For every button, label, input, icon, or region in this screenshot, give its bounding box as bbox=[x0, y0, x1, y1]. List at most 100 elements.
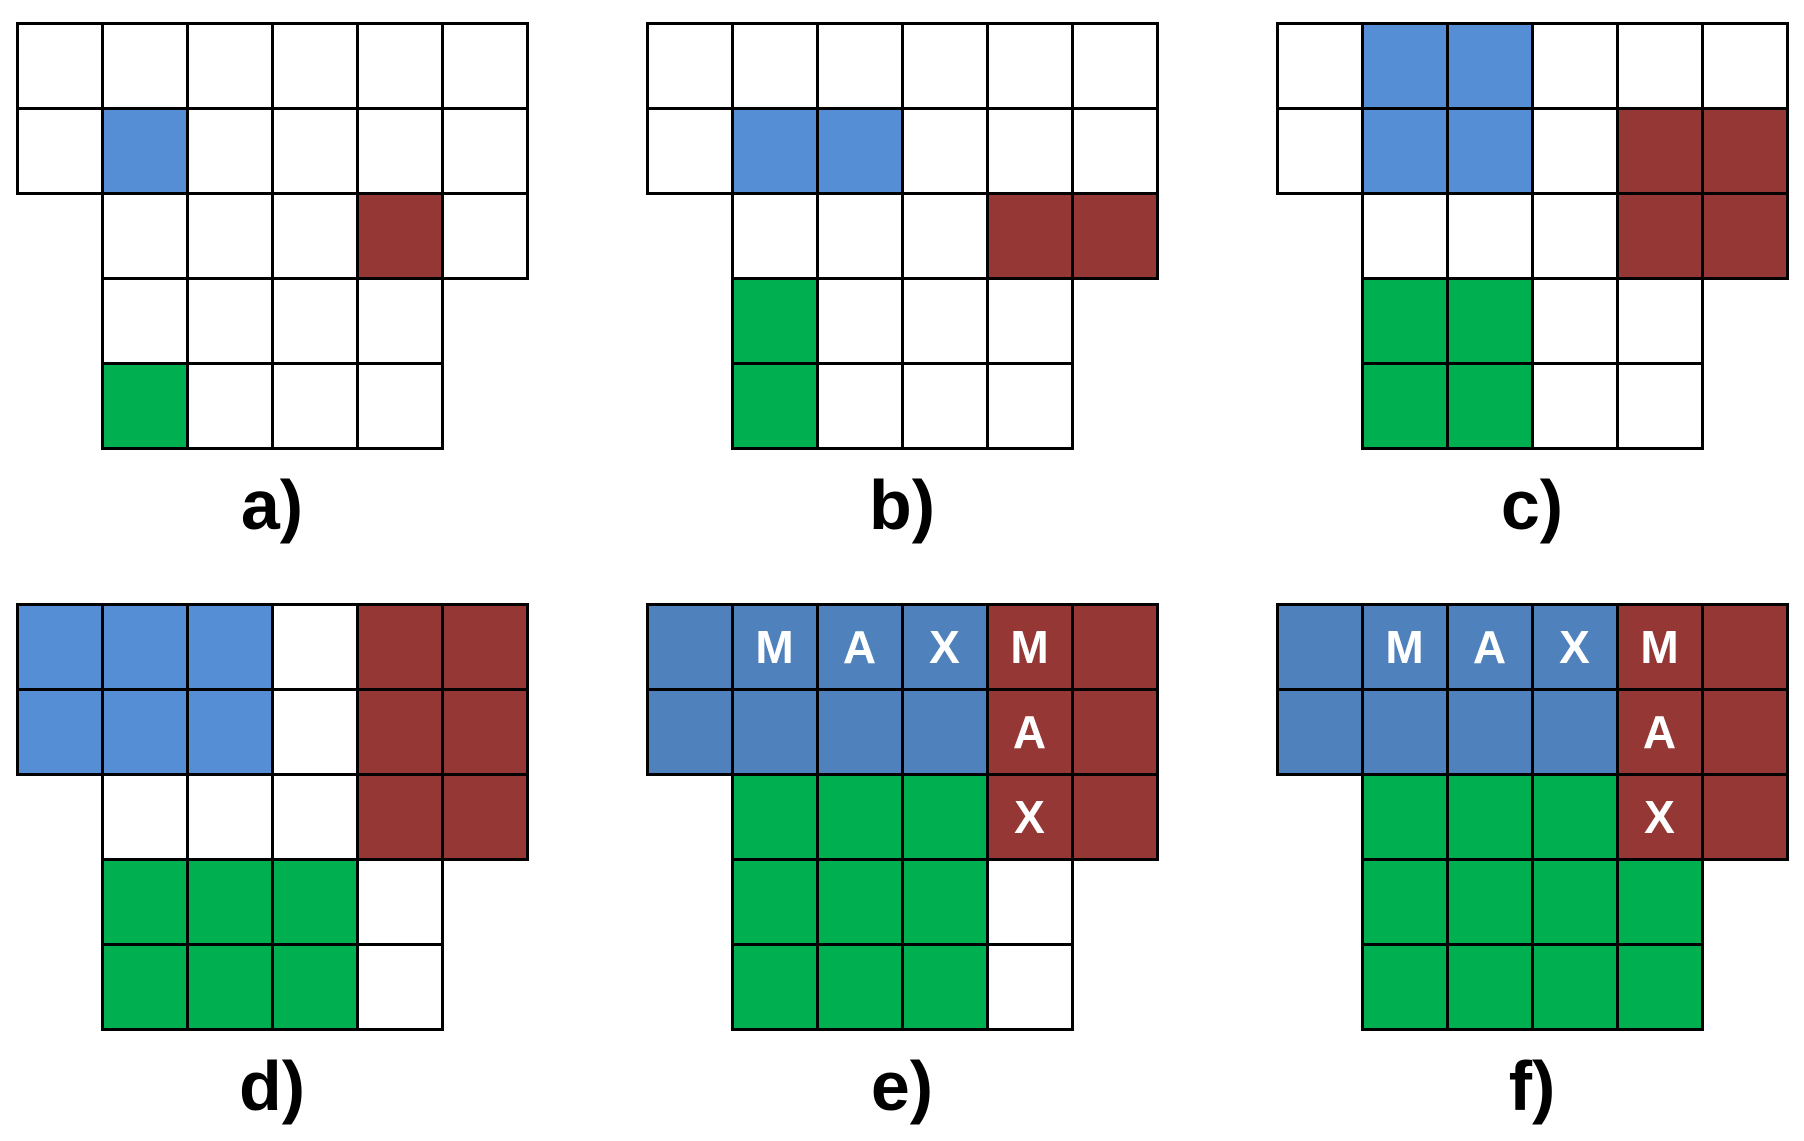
grid-cell bbox=[1360, 21, 1449, 110]
grid-cell bbox=[1615, 191, 1704, 280]
grid-cell bbox=[730, 191, 819, 280]
grid-cell bbox=[185, 361, 274, 450]
grid-cell bbox=[900, 857, 989, 946]
cell-letter: A bbox=[1472, 620, 1507, 673]
grid-cell bbox=[355, 361, 444, 450]
grid-cell bbox=[355, 21, 444, 110]
grid-cell: A bbox=[815, 602, 904, 691]
grid-cell bbox=[900, 687, 989, 776]
grid-cell bbox=[1530, 191, 1619, 280]
cell-letter: X bbox=[1644, 790, 1675, 843]
grid-cell: M bbox=[1615, 602, 1704, 691]
grid-cell bbox=[270, 276, 359, 365]
cell-letter: M bbox=[1385, 620, 1424, 673]
grid-cell bbox=[270, 361, 359, 450]
grid-cell bbox=[900, 106, 989, 195]
grid-cell: M bbox=[1360, 602, 1449, 691]
grid-cell bbox=[985, 276, 1074, 365]
cell-letter: X bbox=[1559, 620, 1590, 673]
grid-cell bbox=[15, 602, 104, 691]
grid-cell bbox=[645, 687, 734, 776]
grid-cell bbox=[1615, 942, 1704, 1031]
cell-letter: M bbox=[1010, 620, 1049, 673]
grid-cell: X bbox=[1615, 772, 1704, 861]
grid-cell bbox=[270, 942, 359, 1031]
grid-cell bbox=[815, 106, 904, 195]
grid-cell bbox=[985, 191, 1074, 280]
grid-cell bbox=[440, 687, 529, 776]
grid-cell: M bbox=[730, 602, 819, 691]
grid-cell bbox=[1070, 21, 1159, 110]
grid-cell bbox=[815, 942, 904, 1031]
grid-cell bbox=[985, 21, 1074, 110]
grid-cell bbox=[900, 772, 989, 861]
grid-cell bbox=[730, 942, 819, 1031]
grid-cell bbox=[440, 21, 529, 110]
grid-cell bbox=[1530, 106, 1619, 195]
grid-cell bbox=[440, 191, 529, 280]
grid-cell bbox=[100, 772, 189, 861]
panel-label: c) bbox=[1500, 466, 1564, 544]
grid-cell bbox=[1275, 106, 1364, 195]
grid-cell bbox=[1070, 687, 1159, 776]
grid-cell bbox=[355, 602, 444, 691]
grid-cell bbox=[1070, 191, 1159, 280]
grid-cell bbox=[1445, 106, 1534, 195]
grid-cell bbox=[100, 106, 189, 195]
grid-cell bbox=[1445, 191, 1534, 280]
grid-cell bbox=[1360, 276, 1449, 365]
grid-cell bbox=[1530, 942, 1619, 1031]
grid-cell bbox=[815, 191, 904, 280]
grid-cell bbox=[1070, 602, 1159, 691]
grid-cell bbox=[355, 687, 444, 776]
grid-cell: A bbox=[1615, 687, 1704, 776]
grid-cell bbox=[355, 191, 444, 280]
grid-cell bbox=[1360, 191, 1449, 280]
grid-cell bbox=[100, 857, 189, 946]
panel-label: b) bbox=[868, 466, 936, 544]
grid-cell bbox=[815, 361, 904, 450]
grid-cell bbox=[730, 21, 819, 110]
grid-cell bbox=[185, 602, 274, 691]
grid-cell bbox=[815, 276, 904, 365]
grid-cell bbox=[985, 857, 1074, 946]
grid-cell bbox=[815, 772, 904, 861]
grid-cell: X bbox=[1530, 602, 1619, 691]
grid-cell bbox=[900, 276, 989, 365]
grid-cell bbox=[1530, 772, 1619, 861]
grid-cell bbox=[645, 21, 734, 110]
grid-cell bbox=[1445, 942, 1534, 1031]
grid-cell bbox=[185, 21, 274, 110]
grid-cell bbox=[1445, 772, 1534, 861]
grid-cell bbox=[730, 687, 819, 776]
grid-cell bbox=[15, 687, 104, 776]
grid-cell bbox=[1615, 276, 1704, 365]
grid-cell bbox=[815, 857, 904, 946]
grid-cell bbox=[730, 276, 819, 365]
grid-cell bbox=[1275, 602, 1364, 691]
grid-cell bbox=[1615, 21, 1704, 110]
grid-cell bbox=[1275, 21, 1364, 110]
grid-cell bbox=[355, 106, 444, 195]
grid-cell bbox=[185, 106, 274, 195]
grid-cell bbox=[645, 602, 734, 691]
panel-label: a) bbox=[240, 466, 304, 544]
grid-cell: X bbox=[985, 772, 1074, 861]
grid-cell bbox=[185, 276, 274, 365]
grid-cell bbox=[1700, 687, 1789, 776]
grid-cell bbox=[1070, 106, 1159, 195]
grid-cell bbox=[985, 361, 1074, 450]
grid-cell bbox=[100, 602, 189, 691]
grid-cell bbox=[1445, 361, 1534, 450]
grid-cell bbox=[1530, 687, 1619, 776]
grid-cell bbox=[815, 21, 904, 110]
grid-cell bbox=[1700, 106, 1789, 195]
grid-cell bbox=[185, 772, 274, 861]
grid-cell: M bbox=[985, 602, 1074, 691]
panel-label: f) bbox=[1508, 1047, 1556, 1125]
grid-cell bbox=[100, 191, 189, 280]
grid-cell bbox=[270, 687, 359, 776]
grid-cell bbox=[185, 191, 274, 280]
grid-cell bbox=[440, 106, 529, 195]
